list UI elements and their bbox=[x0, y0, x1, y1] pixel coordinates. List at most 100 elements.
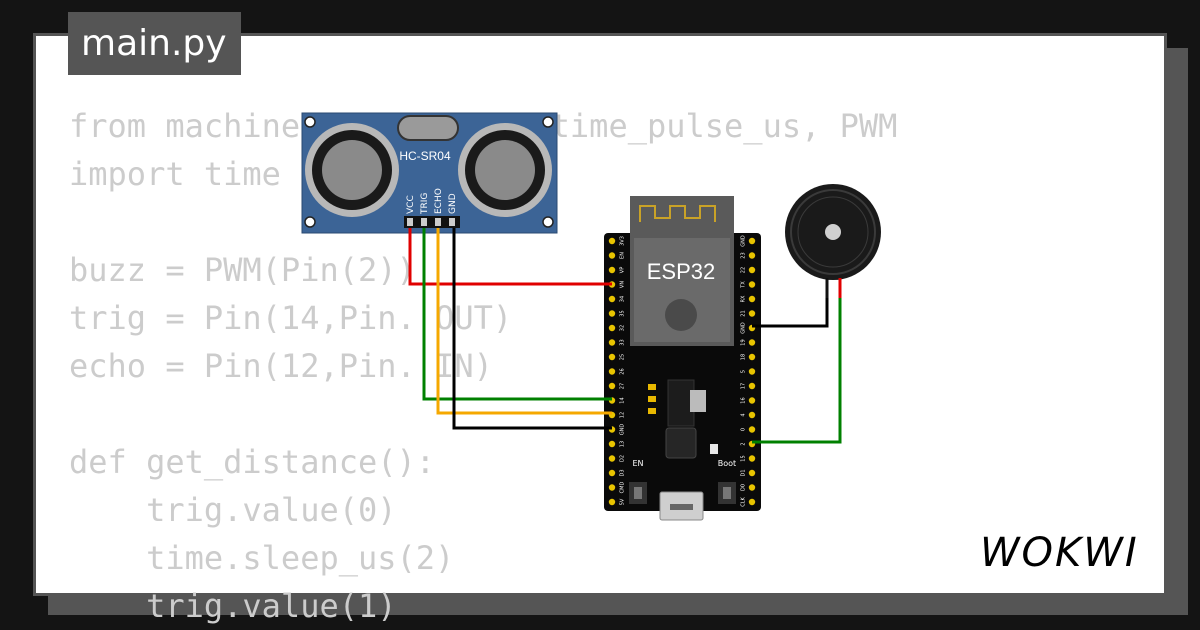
pin-label: D1 bbox=[741, 469, 747, 476]
pin-label: 15 bbox=[741, 455, 747, 461]
sensor-pin-label: TRIG bbox=[420, 193, 430, 215]
code-line: buzz = PWM(Pin(2)) bbox=[69, 251, 416, 289]
wire-echo[interactable] bbox=[436, 228, 612, 415]
code-line: trig.value(0) bbox=[69, 491, 397, 529]
pin-pad[interactable] bbox=[748, 411, 756, 419]
pin-label: TX bbox=[741, 281, 747, 289]
pin-label: EN bbox=[620, 252, 626, 259]
pin-pad[interactable] bbox=[748, 368, 756, 375]
wire-buzzer-signal[interactable] bbox=[752, 298, 842, 444]
pin-pad[interactable] bbox=[748, 339, 756, 346]
wire-trig[interactable] bbox=[422, 228, 612, 401]
pin-label: 34 bbox=[620, 296, 626, 302]
pin-label: CLK bbox=[741, 497, 747, 507]
code-line: echo = Pin(12,Pin. IN) bbox=[69, 347, 493, 385]
pin-label: RX bbox=[741, 295, 747, 302]
pin-label: D2 bbox=[620, 455, 626, 462]
en-button-label: EN bbox=[632, 459, 643, 468]
pin-pad[interactable] bbox=[748, 353, 756, 361]
pin-label: GND bbox=[741, 322, 747, 334]
pin-label: 14 bbox=[620, 397, 626, 403]
pin-pad[interactable] bbox=[748, 469, 756, 477]
pin-pad[interactable] bbox=[748, 266, 756, 274]
espressif-logo-icon bbox=[665, 299, 697, 331]
pin-pad[interactable] bbox=[608, 455, 616, 462]
pin-label: 0 bbox=[741, 428, 747, 431]
pin-pad[interactable] bbox=[608, 368, 616, 375]
pin-pad[interactable] bbox=[608, 266, 616, 274]
pin-pad[interactable] bbox=[608, 339, 616, 346]
sensor-pin-label: ECHO bbox=[434, 188, 444, 214]
pin-label: 33 bbox=[620, 339, 626, 345]
en-button[interactable] bbox=[629, 482, 647, 504]
pin-label: 5V bbox=[620, 498, 626, 505]
pin-pad[interactable] bbox=[608, 484, 616, 491]
transducer-right bbox=[458, 123, 552, 217]
pin-pad[interactable] bbox=[748, 281, 756, 288]
wire-buzzer-gnd[interactable] bbox=[752, 298, 829, 328]
boot-button-label: Boot bbox=[718, 459, 736, 468]
code-line: trig.value(1) bbox=[69, 587, 397, 625]
wokwi-logo-text: WOKWI bbox=[980, 530, 1139, 576]
sensor-pin-label: VCC bbox=[406, 195, 416, 214]
pin-pad[interactable] bbox=[748, 252, 756, 259]
pin-pad[interactable] bbox=[608, 469, 616, 477]
pin-label: 35 bbox=[620, 310, 626, 316]
code-line: time.sleep_us(2) bbox=[69, 539, 455, 577]
pin-pad[interactable] bbox=[608, 440, 616, 448]
pin-pad[interactable] bbox=[608, 252, 616, 259]
pin-label: 23 bbox=[741, 252, 747, 258]
pin-label: 19 bbox=[741, 339, 747, 345]
pin-pad[interactable] bbox=[608, 324, 616, 332]
pin-pad[interactable] bbox=[748, 455, 756, 462]
pin-label: 2 bbox=[741, 442, 747, 445]
code-card: from machine import Pin, time_pulse_us, … bbox=[33, 33, 1167, 625]
code-line: import time bbox=[69, 155, 281, 193]
boot-button[interactable] bbox=[718, 482, 736, 504]
pin-pad[interactable] bbox=[608, 237, 616, 245]
pin-pad[interactable] bbox=[748, 426, 756, 433]
buzzer[interactable] bbox=[785, 184, 881, 298]
pin-pad[interactable] bbox=[608, 295, 616, 303]
file-tab[interactable]: main.py bbox=[68, 12, 241, 75]
wires bbox=[408, 228, 842, 444]
wokwi-logo[interactable]: WOKWI bbox=[980, 524, 1150, 576]
pin-label: VP bbox=[620, 267, 626, 273]
esp32-chip-label: ESP32 bbox=[647, 259, 716, 284]
pin-pad[interactable] bbox=[748, 310, 756, 317]
pin-label: D3 bbox=[620, 469, 626, 476]
ultrasonic-sensor[interactable]: HC-SR04 VCC TRIG ECHO GND bbox=[301, 112, 558, 234]
pin-label: 26 bbox=[620, 368, 626, 374]
pin-pad[interactable] bbox=[608, 353, 616, 361]
pin-label: 16 bbox=[741, 397, 747, 403]
pin-pad[interactable] bbox=[748, 397, 756, 404]
pin-label: VN bbox=[620, 281, 626, 288]
sensor-pin-label: GND bbox=[448, 193, 458, 214]
pin-label: CMD bbox=[620, 482, 626, 494]
pin-pad[interactable] bbox=[748, 295, 756, 303]
esp32-board[interactable]: ESP32 EN Boot 3V3ENVPVN34353233252627141… bbox=[604, 196, 761, 521]
pin-pad[interactable] bbox=[608, 382, 616, 390]
pin-pad[interactable] bbox=[748, 237, 756, 245]
pin-pad[interactable] bbox=[608, 498, 616, 506]
wire-gnd[interactable] bbox=[452, 228, 612, 430]
pin-label: 13 bbox=[620, 441, 626, 447]
pin-label: 4 bbox=[741, 413, 747, 416]
code-line: def get_distance(): bbox=[69, 443, 436, 481]
pin-pad[interactable] bbox=[748, 382, 756, 390]
pin-label: GND bbox=[620, 424, 626, 436]
pin-label: 22 bbox=[741, 267, 747, 273]
pin-pad[interactable] bbox=[748, 484, 756, 491]
pin-label: 17 bbox=[741, 383, 747, 389]
pin-label: D0 bbox=[741, 484, 747, 491]
sensor-model-label: HC-SR04 bbox=[399, 149, 451, 163]
pin-label: 32 bbox=[620, 325, 626, 331]
pin-label: 12 bbox=[620, 412, 626, 418]
pin-pad[interactable] bbox=[608, 310, 616, 317]
pin-pad[interactable] bbox=[748, 498, 756, 506]
pin-label: 18 bbox=[741, 354, 747, 360]
pin-label: 27 bbox=[620, 383, 626, 389]
wire-vcc[interactable] bbox=[408, 228, 612, 286]
